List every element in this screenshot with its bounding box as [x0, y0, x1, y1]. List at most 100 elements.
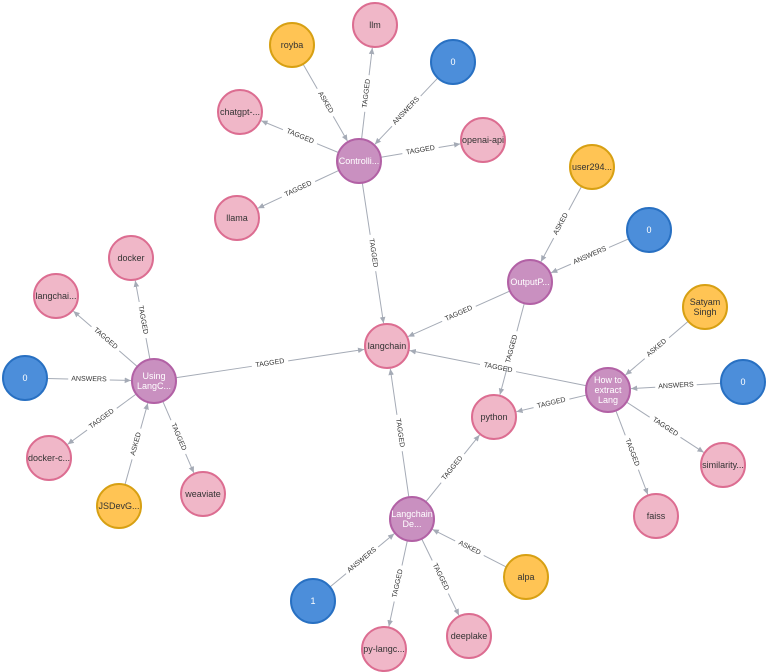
relationship-tagged[interactable]: TAGGED [626, 401, 705, 453]
node-circle [217, 89, 263, 135]
relationship-arrow [409, 348, 481, 365]
relationship-line [175, 365, 252, 379]
relationship-answers[interactable]: ANSWERS [374, 77, 439, 145]
relationship-label: TAGGED [394, 418, 405, 448]
node-tag[interactable]: llama [214, 195, 260, 241]
relationship-tagged[interactable]: TAGGED [175, 347, 365, 379]
node-caption: De... [402, 519, 421, 529]
node-answer[interactable]: 0 [626, 207, 672, 253]
node-tag[interactable]: docker [108, 235, 154, 281]
relationship-line [329, 573, 347, 588]
node-circle [471, 394, 517, 440]
relationship-asked[interactable]: ASKED [302, 63, 348, 142]
relationship-tagged[interactable]: TAGGED [615, 410, 649, 495]
relationship-tagged[interactable]: TAGGED [516, 394, 587, 413]
relationship-label: ASKED [457, 540, 481, 557]
node-question[interactable]: OutputP... [507, 259, 553, 305]
relationship-tagged[interactable]: TAGGED [425, 434, 480, 503]
node-question[interactable]: Controlli... [336, 138, 382, 184]
node-user[interactable]: JSDevG... [96, 483, 142, 529]
relationship-label: TAGGED [406, 145, 436, 157]
relationship-tagged[interactable]: TAGGED [257, 169, 340, 209]
relationship-arrow [67, 429, 88, 445]
relationship-arrow [185, 453, 195, 474]
node-tag[interactable]: python [471, 394, 517, 440]
relationship-asked[interactable]: ASKED [540, 186, 582, 262]
relationship-line [361, 111, 366, 140]
node-answer[interactable]: 1 [290, 578, 336, 624]
node-circle [633, 493, 679, 539]
node-caption: Controlli... [339, 156, 380, 166]
relationship-tagged[interactable]: TAGGED [498, 303, 525, 395]
relationship-line [475, 290, 511, 307]
node-caption: Satyam [690, 297, 721, 307]
node-circle [626, 207, 672, 253]
node-tag[interactable]: docker-c... [26, 435, 72, 481]
node-tag[interactable]: chatgpt-... [217, 89, 263, 135]
relationship-answers[interactable]: ANSWERS [550, 238, 630, 274]
relationship-arrow [375, 271, 386, 324]
relationship-tagged[interactable]: TAGGED [162, 400, 195, 474]
relationship-arrow [463, 434, 480, 455]
node-tag[interactable]: openai-api [460, 117, 506, 163]
relationship-tagged[interactable]: TAGGED [388, 368, 410, 498]
node-tag[interactable]: deeplake [446, 613, 492, 659]
node-circle [33, 273, 79, 319]
node-tag[interactable]: langchain [364, 323, 410, 369]
node-circle [96, 483, 142, 529]
node-user[interactable]: user294... [569, 144, 615, 190]
node-answer[interactable]: 0 [430, 39, 476, 85]
relationship-tagged[interactable]: TAGGED [67, 393, 137, 445]
relationship-line [608, 238, 630, 248]
node-tag[interactable]: py-langc... [361, 626, 407, 672]
node-caption: faiss [647, 511, 666, 521]
relationship-line [314, 169, 340, 182]
node-caption: LangC... [137, 381, 171, 391]
relationship-label: TAGGED [367, 238, 378, 268]
node-tag[interactable]: faiss [633, 493, 679, 539]
relationship-tagged[interactable]: TAGGED [387, 540, 408, 627]
node-circle [269, 22, 315, 68]
relationship-arrow [498, 366, 508, 395]
node-answer[interactable]: 0 [2, 355, 48, 401]
node-tag[interactable]: similarity... [700, 442, 746, 488]
relationship-asked[interactable]: ASKED [432, 528, 507, 568]
node-circle [364, 323, 410, 369]
node-tag[interactable]: weaviate [180, 471, 226, 517]
node-question[interactable]: UsingLangC... [131, 358, 177, 404]
relationship-arrow [332, 116, 348, 142]
relationship-tagged[interactable]: TAGGED [421, 538, 460, 616]
node-tag[interactable]: langchai... [33, 273, 79, 319]
relationship-arrow [377, 533, 395, 548]
relationship-tagged[interactable]: TAGGED [361, 182, 386, 324]
relationship-answers[interactable]: ANSWERS [630, 381, 722, 392]
relationship-tagged[interactable]: TAGGED [73, 310, 138, 367]
relationship-tagged[interactable]: TAGGED [261, 120, 339, 154]
relationship-label: TAGGED [505, 334, 519, 364]
relationship-asked[interactable]: ASKED [124, 403, 149, 485]
relationship-tagged[interactable]: TAGGED [361, 47, 375, 140]
relationship-answers[interactable]: ANSWERS [329, 533, 395, 588]
node-tag[interactable]: llm [352, 2, 398, 48]
relationship-tagged[interactable]: TAGGED [409, 348, 587, 387]
relationship-label: ANSWERS [658, 381, 694, 390]
relationship-tagged[interactable]: TAGGED [380, 142, 461, 158]
node-caption: OutputP... [510, 277, 549, 287]
relationship-asked[interactable]: ASKED [625, 320, 689, 376]
relationship-tagged[interactable]: TAGGED [407, 290, 511, 338]
node-answer[interactable]: 0 [720, 359, 766, 405]
relationship-label: ASKED [316, 91, 334, 115]
node-question[interactable]: LangchainDe... [389, 496, 435, 542]
relationship-answers[interactable]: ANSWERS [46, 376, 132, 384]
relationship-tagged[interactable]: TAGGED [133, 280, 151, 360]
node-user[interactable]: alpa [503, 554, 549, 600]
relationship-label: TAGGED [285, 128, 315, 146]
node-caption: langchain [368, 341, 407, 351]
node-circle [131, 358, 177, 404]
relationship-arrow [630, 385, 656, 392]
relationship-arrow [432, 528, 456, 542]
node-user[interactable]: royba [269, 22, 315, 68]
